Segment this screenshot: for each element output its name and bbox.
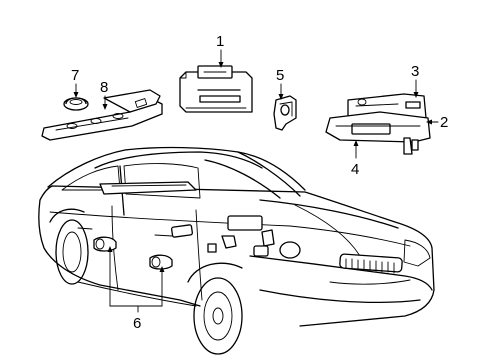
grille-icon [345, 258, 395, 274]
dash-module-on-vehicle [99, 181, 197, 195]
callout-1: 1 [216, 33, 224, 50]
part-5-sensor [273, 95, 297, 131]
door-sensor-front [149, 254, 173, 270]
part-2-3-4-sensor-assembly [325, 93, 431, 155]
callout-6: 6 [133, 315, 141, 332]
part-8-dash-module [41, 89, 163, 141]
callout-7: 7 [71, 67, 79, 84]
door-sensor-rear [93, 236, 117, 252]
callout-8: 8 [100, 79, 108, 96]
part-7-grommet [63, 97, 89, 111]
callout-3: 3 [411, 63, 419, 80]
callout-2: 2 [440, 114, 448, 131]
callout-4: 4 [351, 161, 359, 178]
vehicle-illustration [38, 146, 435, 355]
leader-lines [73, 49, 439, 313]
callout-5: 5 [276, 67, 284, 84]
part-1-control-module [179, 65, 253, 113]
underhood-module-icon [227, 215, 263, 231]
